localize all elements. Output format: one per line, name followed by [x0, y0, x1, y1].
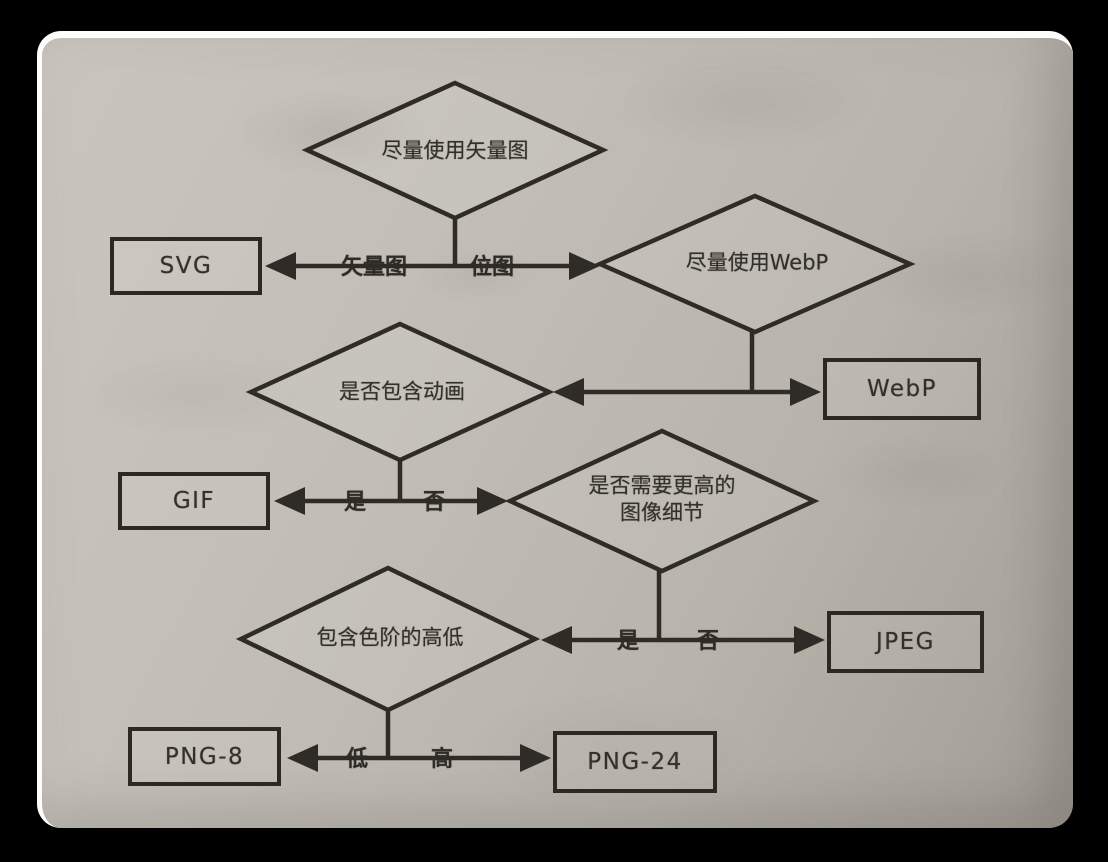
- result-box-png24: PNG-24: [553, 731, 717, 793]
- result-label-png24: PNG-24: [587, 749, 683, 775]
- result-box-svg: SVG: [110, 237, 262, 295]
- edge-label-detail-no: 否: [696, 629, 720, 654]
- result-label-gif: GIF: [172, 488, 216, 514]
- arrowhead-to-animation-diamond: [553, 378, 584, 406]
- arrowhead-to-svg: [265, 252, 296, 280]
- edge-label-level-low: 低: [345, 747, 369, 772]
- edge-label-anim-no: 否: [422, 490, 446, 515]
- decision-diamonds: [235, 80, 916, 713]
- diamond-use-vector: [301, 80, 609, 221]
- result-label-svg: SVG: [159, 253, 213, 279]
- arrowheads: [265, 252, 825, 772]
- edge-label-level-high: 高: [430, 747, 454, 772]
- connector-lines: [292, 216, 798, 761]
- decision-label-has-animation: 是否包含动画: [339, 379, 465, 404]
- result-label-png8: PNG-8: [164, 743, 245, 770]
- arrowhead-to-jpeg: [794, 626, 825, 654]
- arrowhead-to-detail-diamond: [477, 487, 508, 515]
- edge-label-detail-yes: 是: [616, 629, 640, 654]
- result-box-png8: PNG-8: [128, 727, 281, 786]
- result-label-webp: WebP: [866, 376, 937, 402]
- result-box-gif: GIF: [118, 472, 270, 530]
- result-box-jpeg: JPEG: [827, 611, 984, 673]
- result-label-jpeg: JPEG: [875, 629, 935, 655]
- diamond-color-levels: [235, 565, 541, 713]
- decision-label-use-vector: 尽量使用矢量图: [381, 138, 529, 163]
- decision-label-use-webp: 尽量使用WebP: [685, 250, 829, 275]
- edge-label-bitmap: 位图: [469, 255, 515, 280]
- arrowhead-to-webp: [790, 378, 821, 406]
- decision-label-need-detail: 是否需要更高的 图像细节: [589, 473, 736, 528]
- arrowhead-to-levels-diamond: [541, 626, 572, 654]
- result-box-webp: WebP: [823, 358, 981, 420]
- decision-label-color-levels: 包含色阶的高低: [316, 625, 464, 650]
- diamond-has-animation: [245, 321, 555, 463]
- diamond-use-webp: [594, 193, 916, 335]
- edge-label-vector: 矢量图: [340, 255, 408, 280]
- arrowhead-to-webp-diamond: [569, 252, 600, 280]
- diamond-need-detail: [504, 428, 820, 574]
- arrowhead-to-gif: [274, 487, 305, 515]
- arrowhead-to-png8: [287, 744, 318, 772]
- decision-label-need-detail-line1: 是否需要更高的: [588, 473, 736, 498]
- arrowhead-to-png24: [520, 744, 551, 772]
- edge-label-anim-yes: 是: [343, 490, 367, 515]
- decision-label-need-detail-line2: 图像细节: [620, 501, 704, 525]
